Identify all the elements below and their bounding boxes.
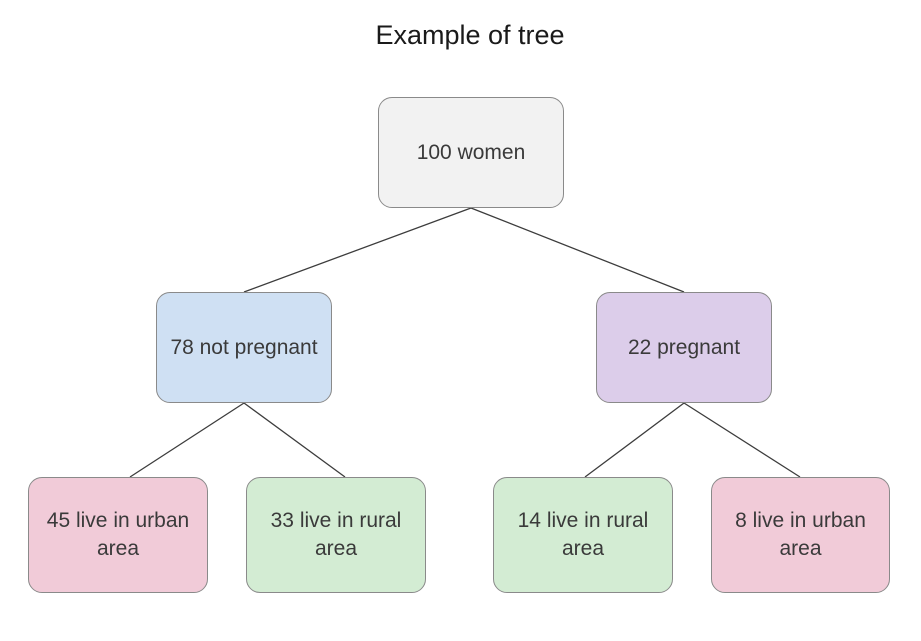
edge-pregnant-rural [584, 402, 685, 478]
node-label: 14 live in rural area [517, 509, 649, 560]
edge-not-pregnant-rural [243, 402, 346, 478]
node-label: 33 live in rural area [270, 509, 402, 560]
node-not-pregnant: 78 not pregnant [156, 292, 332, 403]
node-not-pregnant-rural: 33 live in rural area [246, 477, 426, 593]
edge-root-pregnant [470, 207, 685, 293]
node-label: 22 pregnant [627, 335, 741, 359]
diagram-title: Example of tree [375, 20, 565, 50]
node-100-women: 100 women [378, 97, 564, 208]
node-pregnant-urban: 8 live in urban area [711, 477, 890, 593]
node-label: 8 live in urban area [735, 509, 866, 560]
node-label: 100 women [416, 140, 526, 164]
node-pregnant: 22 pregnant [596, 292, 772, 403]
edge-pregnant-urban [683, 402, 801, 478]
node-not-pregnant-urban: 45 live in urban area [28, 477, 208, 593]
node-label: 78 not pregnant [170, 335, 318, 359]
node-label: 45 live in urban area [46, 509, 190, 560]
edge-not-pregnant-urban [129, 402, 245, 478]
edge-root-not-pregnant [243, 207, 472, 293]
node-pregnant-rural: 14 live in rural area [493, 477, 673, 593]
